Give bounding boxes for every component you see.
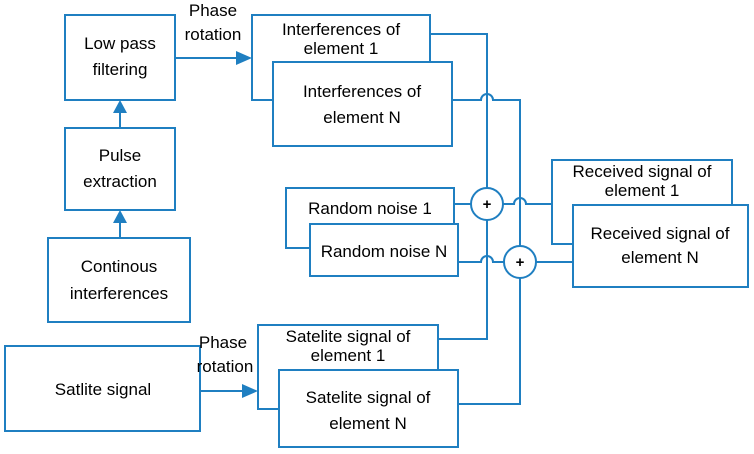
wire-interfN-to-sumN (452, 93, 521, 247)
box-sat1-line-2: element 1 (311, 346, 386, 365)
box-continous-interferences: Continous interferences (47, 237, 191, 323)
box-satN-line-1: Satelite signal of (306, 388, 431, 407)
box-satlite-line-1: Satlite signal (55, 380, 151, 399)
box-random-noise-n: Random noise N (309, 223, 459, 277)
box-satelite-element-n: Satelite signal of element N (278, 369, 459, 448)
arrowhead-into-sat1 (242, 384, 258, 398)
box-recv1-line-1: Received signal of (573, 162, 712, 181)
summer-n-symbol: + (516, 254, 525, 271)
summer-1: + (470, 187, 504, 221)
wire-sat1-to-sum1 (438, 220, 488, 340)
box-interfN-line-1: Interferences of (303, 82, 421, 101)
arrowhead-into-interf1 (236, 51, 252, 65)
label-phase-rotation-bottom: Phase rotation (197, 333, 254, 376)
box-pulse-extraction: Pulse extraction (64, 127, 176, 211)
label-phase-top-line-1: Phase (189, 1, 237, 20)
box-low-pass: Low pass filtering (64, 14, 176, 101)
box-recvN-line-2: element N (621, 248, 698, 267)
box-satN-line-2: element N (329, 414, 406, 433)
box-recvN-line-1: Received signal of (591, 224, 730, 243)
wire-sum1-to-recv1 (503, 197, 552, 205)
arrowhead-into-pulse (113, 210, 127, 223)
arrowhead-into-lowpass (113, 100, 127, 113)
box-noise1-line-1: Random noise 1 (308, 199, 432, 218)
box-low-pass-line-2: filtering (93, 60, 148, 79)
box-noiseN-line-1: Random noise N (321, 242, 448, 261)
box-interf1-line-2: element 1 (304, 39, 379, 58)
label-phase-top-line-2: rotation (185, 25, 242, 44)
connection-wires (119, 33, 573, 405)
label-phase-bottom-line-1: Phase (199, 333, 247, 352)
wire-noiseN-to-sumN (458, 255, 504, 263)
label-phase-rotation-top: Phase rotation (185, 1, 242, 44)
box-recv1-line-2: element 1 (605, 181, 680, 200)
box-continous-line-2: interferences (70, 284, 168, 303)
box-continous-line-1: Continous (81, 257, 158, 276)
summer-n: + (503, 245, 537, 279)
box-pulse-line-2: extraction (83, 172, 157, 191)
summer-1-symbol: + (483, 196, 492, 213)
box-interferences-element-n: Interferences of element N (272, 61, 453, 147)
wire-interf1-to-sum1 (430, 33, 488, 188)
wire-satN-to-sumN (458, 278, 521, 405)
box-sat1-line-1: Satelite signal of (286, 327, 411, 346)
box-interfN-line-2: element N (323, 108, 400, 127)
box-low-pass-line-1: Low pass (84, 34, 156, 53)
arrowheads (113, 51, 258, 398)
box-pulse-line-1: Pulse (99, 146, 142, 165)
box-interf1-line-1: Interferences of (282, 20, 400, 39)
box-received-element-n: Received signal of element N (572, 204, 749, 288)
label-phase-bottom-line-2: rotation (197, 357, 254, 376)
box-satlite-signal: Satlite signal (4, 345, 201, 432)
